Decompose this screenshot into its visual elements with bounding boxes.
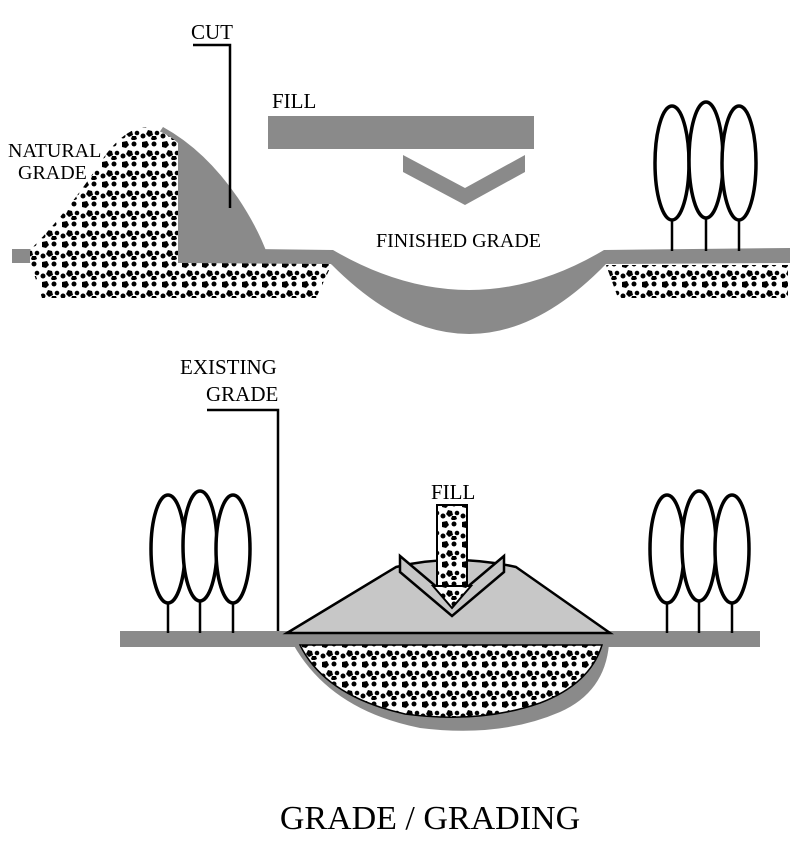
fill-arrow-bottom — [398, 504, 506, 618]
fill-label-bottom: FILL — [431, 480, 475, 504]
fill-arrow-bar — [268, 116, 534, 149]
tree-icon — [680, 489, 718, 633]
subsoil-right — [606, 265, 788, 298]
tree-icon — [713, 493, 751, 633]
natural-grade-label-line1: NATURAL — [8, 140, 101, 162]
fill-arrow-shaft — [436, 504, 468, 587]
tree-icon — [720, 104, 758, 251]
tree-icon — [181, 489, 219, 633]
fill-arrowhead — [403, 155, 525, 205]
diagram-title: GRADE / GRADING — [280, 800, 580, 837]
finished-grade-label: FINISHED GRADE — [376, 230, 541, 252]
tree-icon — [214, 493, 252, 633]
existing-grade-label-line2: GRADE — [206, 382, 278, 406]
fill-arrow-tip — [430, 585, 474, 610]
fill-label-top: FILL — [272, 89, 316, 113]
cut-fill-section: CUT FILL NATURAL GRADE FINISHED GRADE — [8, 20, 790, 334]
natural-grade-label: NATURAL GRADE — [8, 140, 101, 184]
natural-grade-label-line2: GRADE — [18, 162, 87, 184]
existing-grade-leader-line — [207, 408, 280, 631]
cut-leader-line — [193, 43, 232, 208]
ground-band-bottom — [120, 631, 760, 647]
tree-icon — [149, 493, 187, 633]
existing-grade-label-line1: EXISTING — [180, 355, 277, 379]
subsoil-bowl — [298, 644, 604, 718]
tree-group-bottom-right — [648, 489, 751, 633]
fill-section: EXISTING GRADE FILL — [120, 355, 760, 731]
tree-icon — [648, 493, 686, 633]
cut-label: CUT — [191, 20, 233, 44]
fill-arrow-top — [268, 116, 534, 205]
tree-icon — [687, 100, 725, 251]
tree-group-top-right — [653, 100, 758, 251]
finished-grade-band — [178, 248, 790, 334]
existing-grade-label: EXISTING GRADE — [180, 355, 278, 406]
tree-group-bottom-left — [149, 489, 252, 633]
tree-icon — [653, 104, 691, 251]
natural-hill-stipple — [30, 127, 333, 298]
